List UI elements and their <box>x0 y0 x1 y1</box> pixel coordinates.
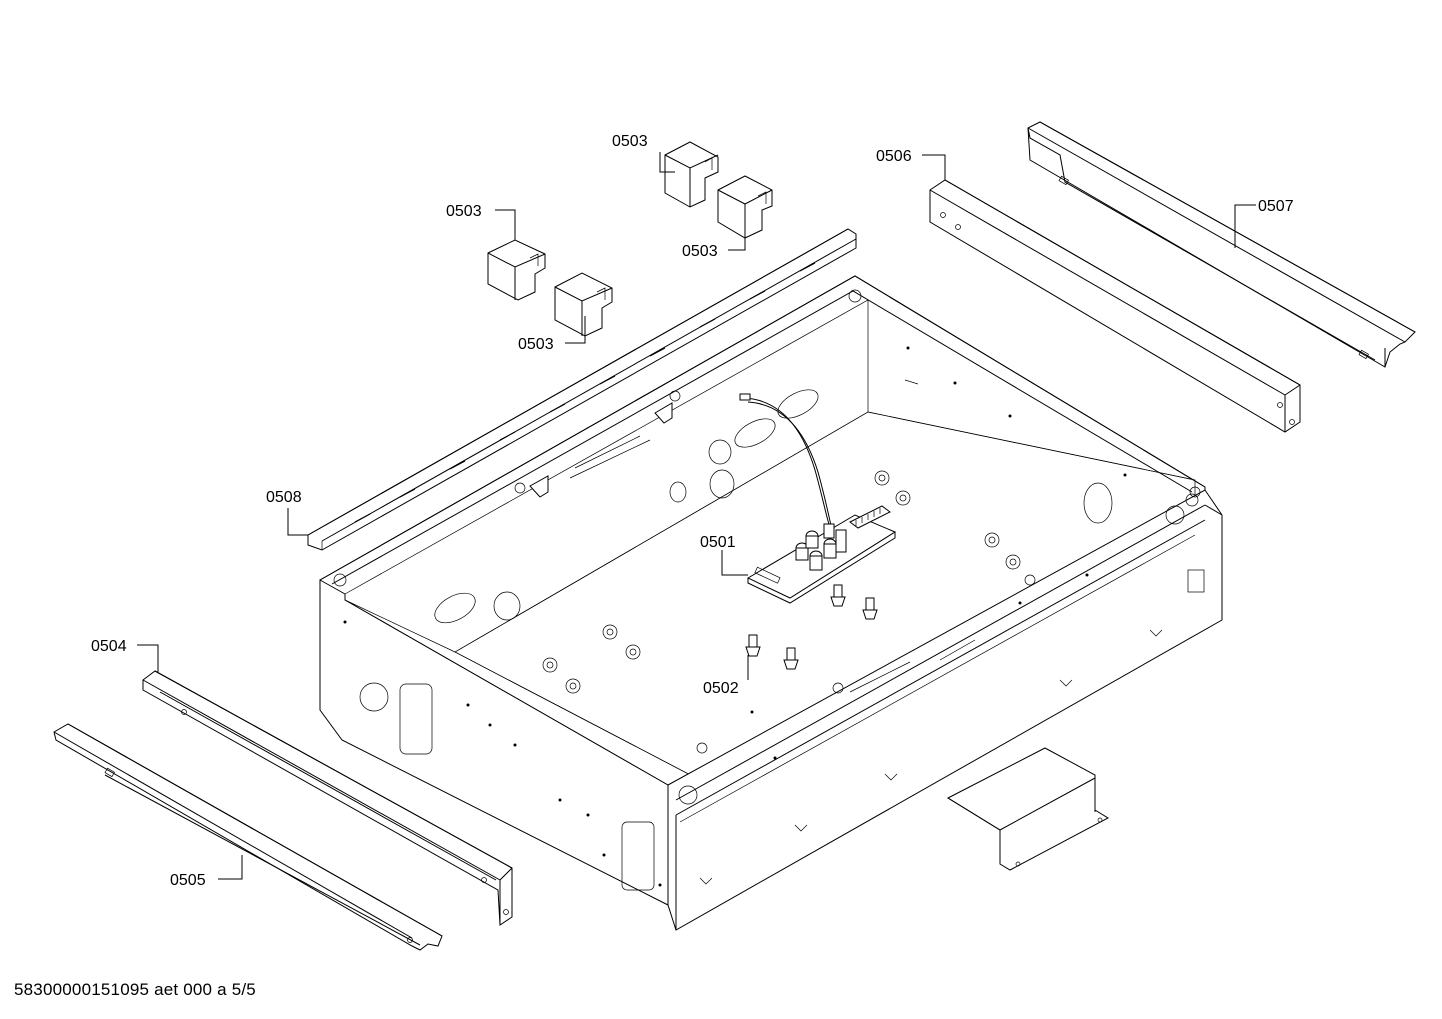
floor-bosses <box>333 289 1201 754</box>
callout-0503-left: 0503 <box>446 203 482 220</box>
part-0504-rail <box>142 670 513 926</box>
bottom-bracket <box>946 747 1110 871</box>
part-0506-rail <box>929 179 1301 433</box>
rail-slots <box>354 262 816 523</box>
callout-0502: 0502 <box>703 680 739 697</box>
callout-0508: 0508 <box>266 489 302 506</box>
callout-0503-right: 0503 <box>682 243 718 260</box>
leader-lines <box>137 152 1256 880</box>
block-top <box>664 141 719 208</box>
part-0507-channel-rail <box>1027 121 1416 368</box>
callout-0503-top: 0503 <box>612 133 648 150</box>
block-bottom <box>554 272 613 337</box>
part-0501-circuit-board <box>739 393 897 604</box>
drawing-code: 58300000151095 aet 000 a 5/5 <box>14 980 256 999</box>
part-0505-rail <box>53 723 443 951</box>
callout-0505: 0505 <box>170 872 206 889</box>
callout-0507: 0507 <box>1258 198 1294 215</box>
pcb-terminal-strip <box>849 505 891 529</box>
callout-0503-bottom: 0503 <box>518 336 554 353</box>
part-0508-slotted-rail <box>307 228 857 551</box>
block-left <box>487 239 546 301</box>
chassis-box <box>319 275 1223 931</box>
callout-0506: 0506 <box>876 148 912 165</box>
part-0502-spacers <box>745 584 878 670</box>
pcb-capacitors <box>795 523 847 571</box>
callout-0504: 0504 <box>91 638 127 655</box>
callout-0501: 0501 <box>700 534 736 551</box>
